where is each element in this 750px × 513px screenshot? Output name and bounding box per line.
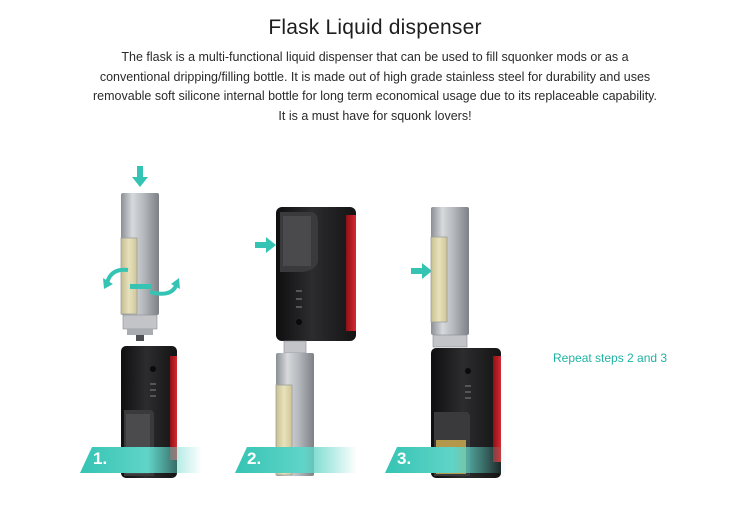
step-3-badge bbox=[385, 447, 507, 473]
arrow-right-icon bbox=[255, 237, 276, 253]
step-1-illustration bbox=[103, 166, 180, 478]
rotate-icon bbox=[103, 267, 180, 296]
arrow-down-icon bbox=[132, 166, 148, 187]
step-3-illustration bbox=[411, 207, 501, 478]
page-title: Flask Liquid dispenser bbox=[268, 16, 482, 39]
step-3-label: 3. bbox=[397, 449, 412, 468]
step-1-label: 1. bbox=[93, 449, 108, 468]
step-2-illustration bbox=[255, 207, 356, 476]
squonk-mod-2 bbox=[276, 207, 356, 341]
step-2-badge bbox=[235, 447, 357, 473]
step-1-badge bbox=[80, 447, 202, 473]
step-2-label: 2. bbox=[247, 449, 262, 468]
description-text: The flask is a multi-functional liquid d… bbox=[93, 50, 657, 123]
repeat-note: Repeat steps 2 and 3 bbox=[553, 351, 668, 365]
arrow-right-icon bbox=[411, 263, 432, 279]
